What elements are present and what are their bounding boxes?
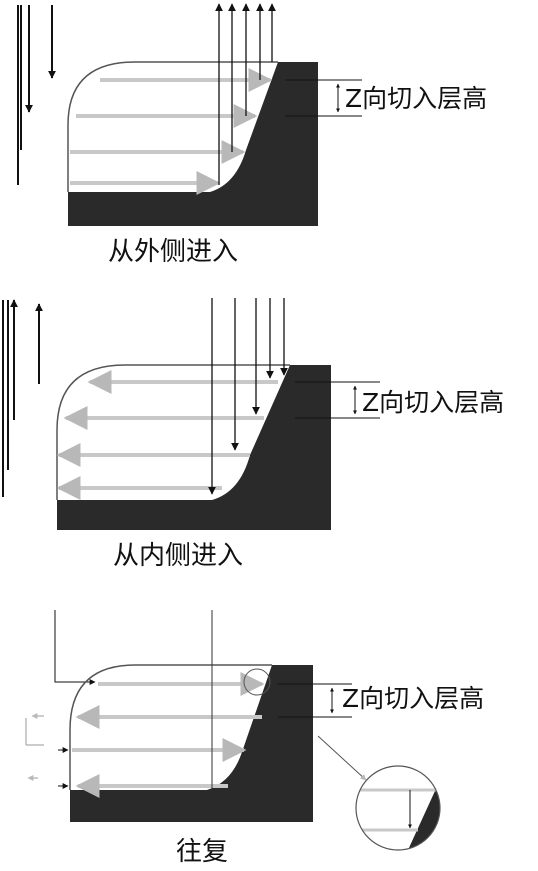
material-block: [57, 365, 331, 530]
zoom-pointer: [317, 735, 367, 781]
z-step-dimension: [278, 683, 352, 718]
z-step-dimension: [295, 381, 380, 419]
z-step-label: Z向切入层高: [362, 388, 504, 417]
toolpath-passes: [72, 672, 265, 798]
detail-magnifier: [355, 765, 441, 851]
panel-caption: 从内侧进入: [113, 541, 243, 571]
panel-inside-entry: Z向切入层高 从内侧进入: [2, 298, 504, 571]
z-step-label: Z向切入层高: [342, 684, 484, 713]
retract-arrows: [215, 3, 276, 185]
part-outline: [69, 664, 272, 790]
approach-path: [54, 610, 96, 685]
panel-reciprocating: Z向切入层高 往复: [25, 610, 484, 867]
plunge-arrows: [208, 298, 288, 495]
side-tool-lines: [2, 299, 43, 497]
panel-caption: 往复: [176, 837, 228, 866]
part-outline: [56, 364, 290, 500]
toolpath-passes: [70, 68, 273, 195]
side-tool-lines: [25, 713, 44, 781]
material-block: [70, 665, 313, 822]
part-outline: [67, 61, 278, 192]
material-block: [68, 62, 318, 226]
panel-caption: 从外侧进入: [108, 237, 238, 267]
side-tool-lines: [17, 5, 56, 185]
panel-outside-entry: Z向切入层高 从外侧进入: [17, 3, 487, 267]
z-step-dimension: [285, 79, 362, 117]
detail-highlight-circle: [243, 668, 271, 696]
pass-start-markers: [58, 747, 69, 789]
z-step-label: Z向切入层高: [345, 84, 487, 113]
toolpath-passes: [56, 370, 278, 500]
